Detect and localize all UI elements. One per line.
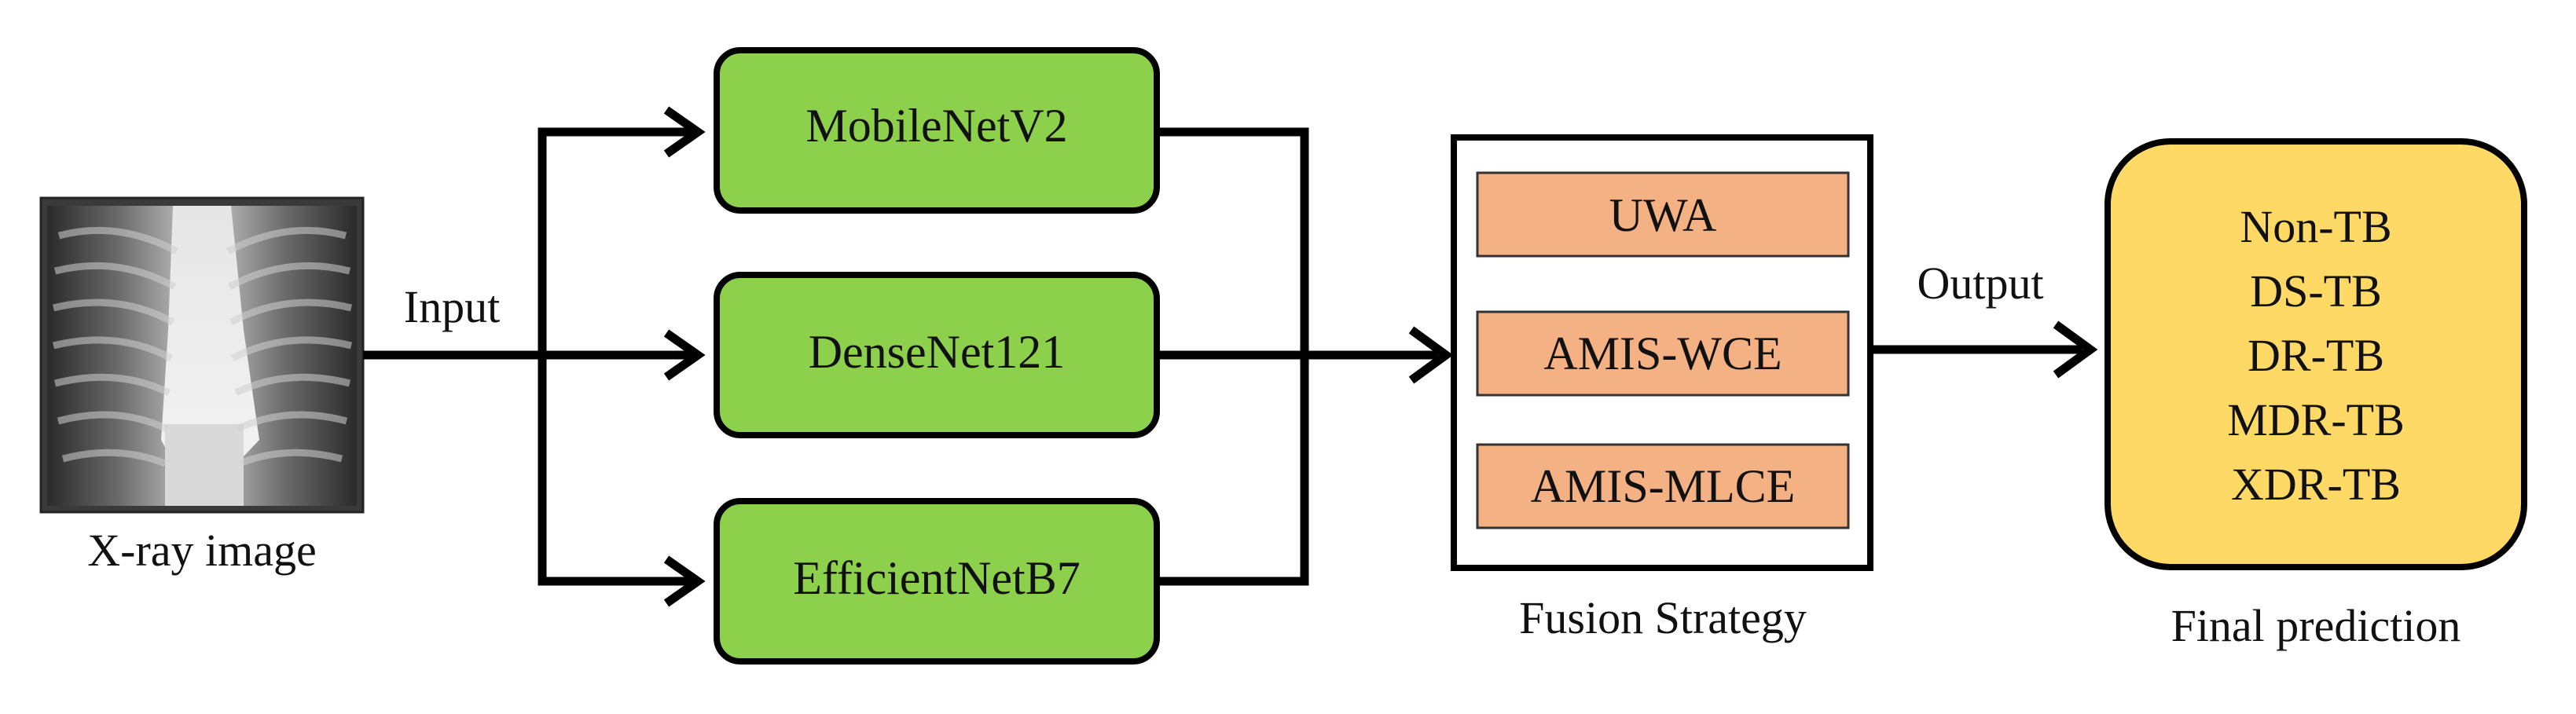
prediction-class: DR-TB (2248, 330, 2384, 381)
final-prediction-caption: Final prediction (2171, 600, 2461, 651)
model-label: DenseNet121 (809, 326, 1066, 378)
fusion-strategy-box: UWA AMIS-WCE AMIS-MLCE (1451, 134, 1873, 571)
final-prediction-box: Non-TB DS-TB DR-TB MDR-TB XDR-TB (2104, 138, 2527, 570)
prediction-class: MDR-TB (2227, 394, 2405, 445)
fusion-method-uwa: UWA (1609, 189, 1717, 241)
model-mobilenetv2: MobileNetV2 (714, 47, 1160, 214)
fusion-method-amis-mlce: AMIS-MLCE (1531, 460, 1796, 512)
arrowhead-to-efficientnet (663, 555, 706, 607)
model-label: EfficientNetB7 (793, 552, 1080, 604)
output-edge-label: Output (1917, 258, 2043, 309)
arrowhead-to-mobilenet (663, 106, 706, 158)
input-branch-bottom (538, 355, 692, 586)
input-edge-label: Input (404, 281, 500, 332)
xray-image-caption: X-ray image (87, 525, 316, 576)
arrowhead-to-fusion (1408, 326, 1454, 384)
model-efficientnetb7: EfficientNetB7 (714, 498, 1160, 665)
model-label: MobileNetV2 (805, 100, 1067, 152)
output-connector (1870, 320, 2098, 379)
model-densenet121: DenseNet121 (714, 272, 1160, 438)
fusion-method-amis-wce: AMIS-WCE (1543, 328, 1782, 379)
prediction-class: XDR-TB (2231, 459, 2401, 510)
fusion-strategy-caption: Fusion Strategy (1519, 592, 1807, 643)
input-connectors (363, 106, 706, 607)
arrowhead-to-densenet (663, 329, 706, 381)
model-connectors (1157, 127, 1454, 586)
prediction-class: Non-TB (2240, 201, 2391, 252)
arrowhead-to-prediction (2053, 320, 2098, 379)
prediction-class: DS-TB (2250, 265, 2382, 317)
xray-image (39, 196, 365, 514)
